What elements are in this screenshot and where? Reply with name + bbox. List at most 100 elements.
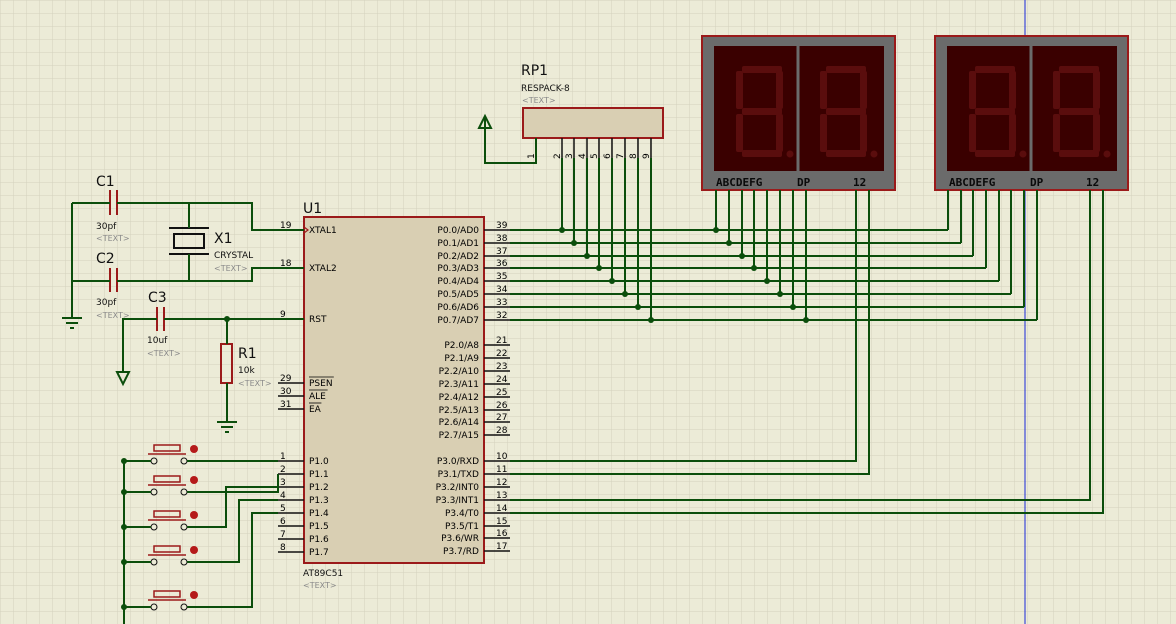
pin-name: P1.3 <box>309 496 329 506</box>
pin-name: P3.0/RXD <box>437 457 479 467</box>
digit <box>1053 66 1111 158</box>
pin-number: 25 <box>496 388 507 398</box>
pin-name: P1.5 <box>309 522 329 532</box>
pin-name: P0.0/AD0 <box>437 226 479 236</box>
c3-value: 10uf <box>147 336 168 346</box>
pin-name: P1.2 <box>309 483 329 493</box>
pin-number: 5 <box>590 153 600 159</box>
c2-ref: C2 <box>96 251 115 267</box>
pushbutton-icon[interactable] <box>148 510 198 531</box>
pin-name: P3.7/RD <box>443 547 479 557</box>
rp1-pin-9[interactable]: 9 <box>642 138 652 159</box>
pin-number: 35 <box>496 272 507 282</box>
u1-ref: U1 <box>303 201 322 217</box>
pin-name: P0.6/AD6 <box>437 303 479 313</box>
rp1-pin-8[interactable]: 8 <box>629 138 639 159</box>
c3-text: <TEXT> <box>147 349 181 358</box>
pin-number: 2 <box>553 153 563 159</box>
segment-label: ABCDEFG <box>949 176 996 189</box>
rp1-ref: RP1 <box>521 63 548 79</box>
pin-number: 14 <box>496 504 508 514</box>
pin-name: RST <box>309 315 327 325</box>
pin-number: 6 <box>280 517 286 527</box>
pin-name: P2.0/A8 <box>444 341 479 351</box>
dp-label: DP <box>1030 176 1044 189</box>
u1-text: <TEXT> <box>303 581 337 590</box>
rp1-pin-5[interactable]: 5 <box>590 138 600 159</box>
pin-name: P1.6 <box>309 535 329 545</box>
rp1-pin-2[interactable]: 2 <box>553 138 563 159</box>
rp1-pin-3[interactable]: 3 <box>565 138 575 159</box>
pin-name: PSEN <box>309 379 333 389</box>
c3-capacitor[interactable]: C3 10uf <TEXT> <box>147 290 181 358</box>
pin-name: P0.5/AD5 <box>437 290 479 300</box>
digit-select-label: 12 <box>853 176 866 189</box>
c3-ref: C3 <box>148 290 167 306</box>
c2-value: 30pf <box>96 298 117 308</box>
pin-name: P0.2/AD2 <box>437 252 479 262</box>
r1-ref: R1 <box>238 346 257 362</box>
ground-icon <box>217 421 237 433</box>
pin-number: 11 <box>496 465 507 475</box>
pin-number: 36 <box>496 259 508 269</box>
pin-number: 19 <box>280 221 292 231</box>
pin-number: 1 <box>527 153 537 159</box>
digit <box>736 66 794 158</box>
r1-value: 10k <box>238 366 255 376</box>
power-arrow-icon <box>115 371 131 387</box>
pin-name: P1.1 <box>309 470 329 480</box>
rp1-pin-7[interactable]: 7 <box>616 138 626 159</box>
pin-number: 28 <box>496 426 508 436</box>
rp1-pin-4[interactable]: 4 <box>578 138 588 159</box>
pin-number: 26 <box>496 401 508 411</box>
pushbutton-icon[interactable] <box>148 545 198 566</box>
pin-name: P3.3/INT1 <box>436 496 479 506</box>
pin-number: 9 <box>642 153 652 159</box>
x1-value: CRYSTAL <box>214 251 253 261</box>
rp1-pin-6[interactable]: 6 <box>603 138 613 159</box>
pin-name: P2.5/A13 <box>439 406 479 416</box>
pin-name: XTAL2 <box>309 264 337 274</box>
digit <box>969 66 1027 158</box>
pin-number: 39 <box>496 221 508 231</box>
